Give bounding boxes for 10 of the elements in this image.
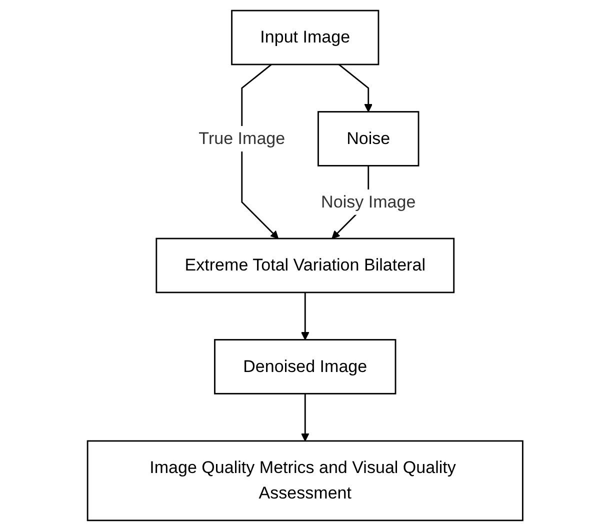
edge-label: Noisy Image bbox=[320, 192, 416, 212]
edge-label: True Image bbox=[198, 128, 285, 148]
arrow bbox=[338, 64, 372, 112]
node-box: Image Quality Metrics and Visual Quality Assessment bbox=[86, 440, 524, 522]
node-box: Extreme Total Variation Bilateral bbox=[156, 238, 454, 294]
node-box: Noise bbox=[317, 111, 420, 166]
node-box: Input Image bbox=[230, 10, 380, 66]
arrow bbox=[300, 394, 310, 442]
arrow bbox=[300, 292, 310, 340]
node-box: Denoised Image bbox=[214, 339, 396, 394]
